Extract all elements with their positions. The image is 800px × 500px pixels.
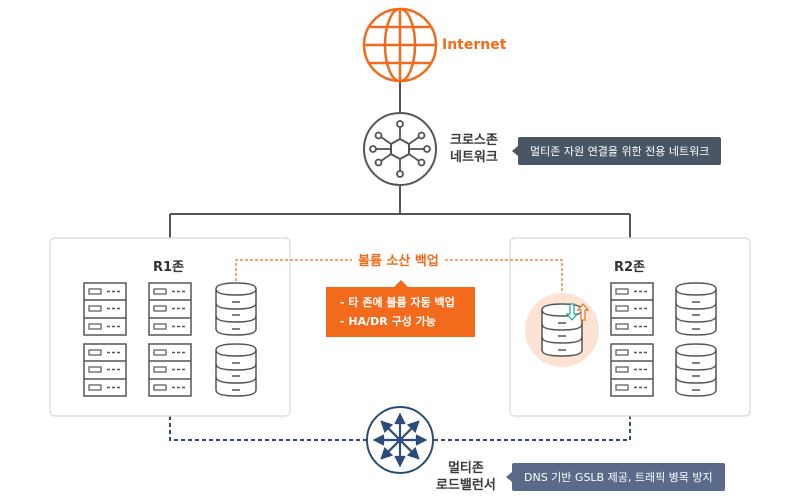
backup-info-box: - 타 존에 볼륨 자동 백업 - HA/DR 구성 가능 xyxy=(326,280,475,337)
database-icon xyxy=(675,343,717,397)
backup-link xyxy=(235,259,563,298)
load-balancer-arrows-icon xyxy=(366,406,434,474)
backup-item: - 타 존에 볼륨 자동 백업 xyxy=(340,296,455,309)
server-rack-icon xyxy=(610,282,654,336)
server-rack-icon xyxy=(148,343,192,397)
load-balancer-label-line2: 로드밸런서 xyxy=(436,478,496,493)
connector-lines xyxy=(169,80,631,238)
cross-zone-label-line1: 크로스존 xyxy=(450,133,498,148)
backup-item: - HA/DR 구성 가능 xyxy=(340,315,436,328)
load-balancer-links xyxy=(169,416,631,441)
database-icon xyxy=(215,343,257,397)
backup-title: 볼륨 소산 백업 xyxy=(352,250,445,269)
server-rack-icon xyxy=(83,282,127,336)
cross-zone-label: 크로스존 네트워크 xyxy=(450,132,498,166)
database-icon xyxy=(215,282,257,336)
network-hub-icon xyxy=(363,112,437,186)
cross-zone-label-line2: 네트워크 xyxy=(450,150,498,165)
server-rack-icon xyxy=(148,282,192,336)
server-rack-icon xyxy=(610,343,654,397)
internet-label: Internet xyxy=(442,37,507,53)
sync-arrows-icon xyxy=(565,303,590,321)
r2-resources xyxy=(525,282,717,397)
server-rack-icon xyxy=(83,343,127,397)
load-balancer-label-line1: 멀티존 xyxy=(447,461,484,476)
load-balancer-label: 멀티존 로드밸런서 xyxy=(436,460,496,494)
globe-icon xyxy=(362,7,438,83)
zone-r1-title: R1존 xyxy=(153,260,185,275)
cross-zone-tag: 멀티존 자원 연결을 위한 전용 네트워크 xyxy=(511,137,722,165)
backup-database-icon xyxy=(541,303,583,357)
load-balancer-tag: DNS 기반 GSLB 제공, 트래픽 병목 방지 xyxy=(506,463,725,491)
database-icon xyxy=(675,282,717,336)
zone-r2-title: R2존 xyxy=(614,260,646,275)
